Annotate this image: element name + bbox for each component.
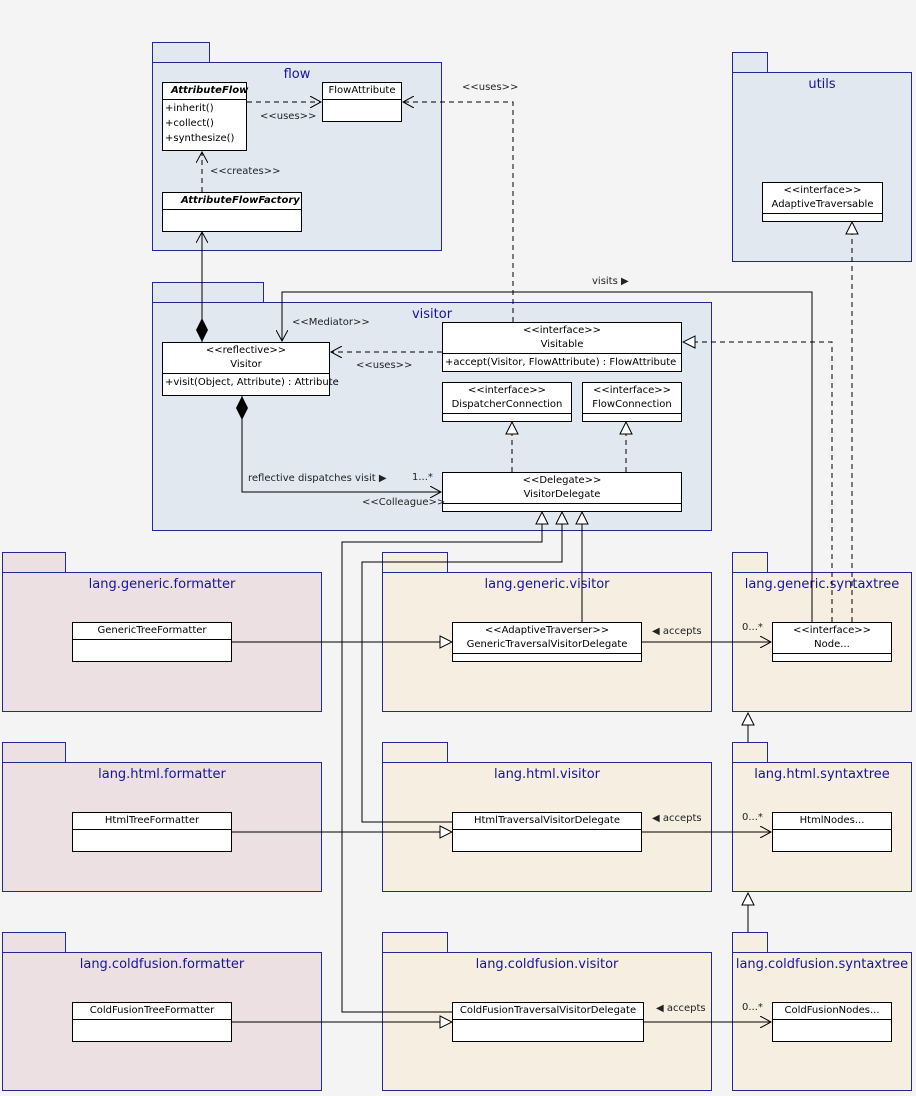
visitable-name: Visitable: [540, 339, 584, 350]
utils-package-title: utils: [808, 77, 836, 92]
visitor-package-title: visitor: [411, 307, 453, 322]
flowattribute-name: FlowAttribute: [323, 83, 401, 100]
colleague-label: <<Colleague>>: [362, 497, 446, 508]
multiplicity-label-html: 0...*: [742, 812, 763, 823]
html-formatter-package-title: lang.html.formatter: [98, 767, 226, 782]
visits-label: visits ▶: [592, 276, 629, 287]
visitable-stereotype: <<interface>>: [522, 325, 602, 336]
dispatcherconnection-class: <<interface>> DispatcherConnection: [442, 382, 572, 422]
visitor-stereotype: <<reflective>>: [205, 345, 287, 356]
attributeflow-name: AttributeFlow: [163, 83, 248, 100]
node-stereotype: <<interface>>: [792, 625, 872, 636]
html-syntaxtree-package-title: lang.html.syntaxtree: [754, 767, 890, 782]
cfnodes-name: ColdFusionNodes...: [773, 1003, 891, 1020]
attributeflowfactory-name: AttributeFlowFactory: [163, 193, 301, 210]
flowattribute-class: FlowAttribute: [322, 82, 402, 122]
generictraversal-name: GenericTraversalVisitorDelegate: [466, 639, 628, 650]
uses-label-visitor: <<uses>>: [356, 360, 413, 371]
htmltraversal-name: HtmlTraversalVisitorDelegate: [453, 813, 641, 830]
visitor-dispatches-delegate: [242, 396, 441, 492]
node-realizes-visitable: [683, 342, 833, 622]
cftraversal-name: ColdFusionTraversalVisitorDelegate: [453, 1003, 643, 1020]
visitor-op: +visit(Object, Attribute) : Attribute: [165, 377, 339, 388]
cf-syntaxtree-package-title: lang.coldfusion.syntaxtree: [735, 957, 909, 972]
cf-formatter-package-title: lang.coldfusion.formatter: [79, 957, 245, 972]
adaptivetraversable-stereotype: <<interface>>: [783, 185, 862, 196]
accepts-label-html: ◀ accepts: [652, 813, 702, 824]
generic-formatter-package-title: lang.generic.formatter: [88, 577, 236, 592]
attributeflow-op: +inherit(): [165, 103, 214, 114]
accepts-label-cf: ◀ accepts: [656, 1003, 706, 1014]
adaptivetraversable-header: <<interface>> AdaptiveTraversable: [763, 183, 882, 214]
htmltreeformatter-name: HtmlTreeFormatter: [73, 813, 231, 830]
cftreeformatter-name: ColdFusionTreeFormatter: [73, 1003, 231, 1020]
visitable-op: +accept(Visitor, FlowAttribute) : FlowAt…: [445, 357, 677, 368]
visitable-uses-flowattribute: [403, 102, 514, 322]
multiplicity-label-cf: 0...*: [742, 1002, 763, 1013]
generictraversal-stereotype: <<AdaptiveTraverser>>: [484, 625, 610, 636]
visitor-header: <<reflective>> Visitor: [163, 343, 329, 374]
generic-visitor-package-title: lang.generic.visitor: [484, 577, 610, 592]
utils-package: utils: [732, 72, 912, 262]
cf-visitor-package-title: lang.coldfusion.visitor: [475, 957, 619, 972]
flowconnection-name: FlowConnection: [592, 399, 672, 410]
generictreeformatter-class: GenericTreeFormatter: [72, 622, 232, 662]
dispatcherconnection-name: DispatcherConnection: [451, 399, 563, 410]
visitordelegate-name: VisitorDelegate: [523, 489, 601, 500]
node-visits-visitor: [282, 291, 813, 622]
htmltraversal-class: HtmlTraversalVisitorDelegate: [452, 812, 642, 852]
flowconnection-header: <<interface>> FlowConnection: [583, 383, 681, 414]
node-header: <<interface>> Node...: [773, 623, 891, 654]
adaptivetraversable-name: AdaptiveTraversable: [771, 199, 874, 210]
visitor-name: Visitor: [230, 359, 262, 370]
html-traversal-extends-delegate: [361, 512, 562, 823]
html-visitor-package: lang.html.visitor: [382, 762, 712, 892]
htmltreeformatter-class: HtmlTreeFormatter: [72, 812, 232, 852]
htmlnodes-name: HtmlNodes...: [773, 813, 891, 830]
attributeflow-op: +synthesize(): [165, 133, 235, 144]
visitable-class: <<interface>> Visitable +accept(Visitor,…: [442, 322, 682, 372]
flow-package-title: flow: [283, 67, 311, 82]
cf-traversal-extends-delegate: [341, 512, 542, 1013]
flowconnection-stereotype: <<interface>>: [592, 385, 672, 396]
dispatcherconnection-stereotype: <<interface>>: [467, 385, 547, 396]
mediator-label: <<Mediator>>: [292, 317, 370, 328]
flowconnection-class: <<interface>> FlowConnection: [582, 382, 682, 422]
adaptivetraversable-class: <<interface>> AdaptiveTraversable: [762, 182, 883, 222]
reflective-dispatch-label: reflective dispatches visit ▶: [248, 473, 387, 484]
creates-label: <<creates>>: [210, 166, 281, 177]
visitor-class: <<reflective>> Visitor +visit(Object, At…: [162, 342, 339, 396]
multiplicity-label-generic: 0...*: [742, 622, 763, 633]
uses-label-flow: <<uses>>: [260, 111, 317, 122]
generictraversal-header: <<AdaptiveTraverser>> GenericTraversalVi…: [453, 623, 641, 654]
attributeflow-class: AttributeFlow +inherit() +collect() +syn…: [162, 82, 248, 151]
accepts-label-generic: ◀ accepts: [652, 626, 702, 637]
uses-label-top: <<uses>>: [462, 82, 519, 93]
cftraversal-class: ColdFusionTraversalVisitorDelegate: [452, 1002, 644, 1042]
dispatcherconnection-header: <<interface>> DispatcherConnection: [443, 383, 571, 414]
multiplicity-label: 1...*: [412, 472, 433, 483]
attributeflow-ops: +inherit() +collect() +synthesize(): [163, 100, 246, 147]
visitordelegate-stereotype: <<Delegate>>: [522, 475, 602, 486]
generic-syntaxtree-package-title: lang.generic.syntaxtree: [744, 577, 900, 592]
visitable-header: <<interface>> Visitable: [443, 323, 681, 354]
visitordelegate-header: <<Delegate>> VisitorDelegate: [443, 473, 681, 504]
node-name: Node...: [814, 639, 850, 650]
attributeflowfactory-class: AttributeFlowFactory: [162, 192, 302, 232]
cftreeformatter-class: ColdFusionTreeFormatter: [72, 1002, 232, 1042]
visitordelegate-class: <<Delegate>> VisitorDelegate: [442, 472, 682, 512]
generictreeformatter-name: GenericTreeFormatter: [73, 623, 231, 640]
attributeflow-op: +collect(): [165, 118, 214, 129]
generictraversal-class: <<AdaptiveTraverser>> GenericTraversalVi…: [452, 622, 642, 662]
htmlnodes-class: HtmlNodes...: [772, 812, 892, 852]
html-visitor-package-title: lang.html.visitor: [493, 767, 601, 782]
cfnodes-class: ColdFusionNodes...: [772, 1002, 892, 1042]
node-class: <<interface>> Node...: [772, 622, 892, 662]
